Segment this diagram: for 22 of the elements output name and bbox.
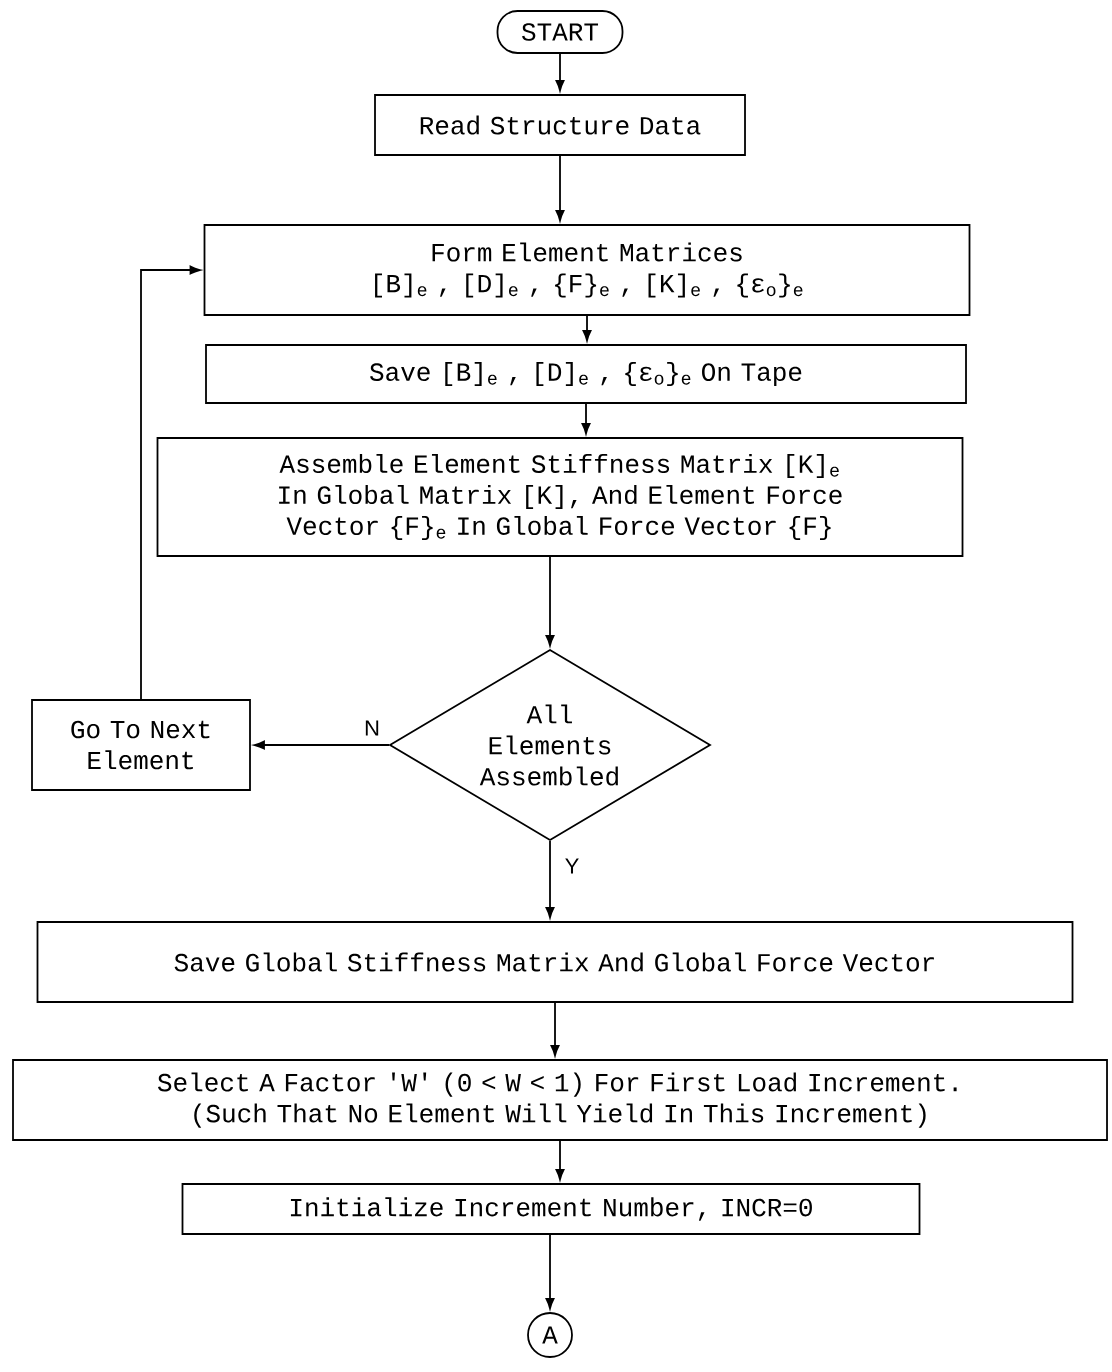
- process-box: Save [B]$_{e}$ , [D]$_{e}$ , {ε$_{o}$}$_{e}$ On Tape: [205, 344, 967, 404]
- edge-label: N: [363, 719, 381, 737]
- arrow: [545, 556, 555, 647]
- start-terminal: START: [496, 10, 624, 54]
- arrow: [545, 1234, 555, 1310]
- arrow: [545, 840, 555, 919]
- arrow: [140, 265, 201, 700]
- arrow: [253, 740, 390, 750]
- process-box: Select A Factor 'W' (0 < W < 1) For First Load Increment. (Such That No Element Will Yield In This Increment): [12, 1059, 1108, 1141]
- process-box: Go To Next Element: [31, 699, 251, 791]
- arrow: [555, 53, 565, 92]
- process-box: Assemble Element Stiffness Matrix [K]$_{e}$ In Global Matrix [K], And Element Force Vector {F}$_{e}$ In Global Force Vector {F}: [156, 437, 964, 557]
- process-box: Form Element Matrices [B]$_{e}$ , [D]$_{e}$ , {F}$_{e}$ , [K]$_{e}$ , {ε$_{o}$}$_{e}$: [203, 224, 971, 316]
- process-box: Read Structure Data: [374, 94, 746, 156]
- arrow: [550, 1002, 560, 1057]
- arrow: [555, 155, 565, 222]
- edge-label: Y: [563, 857, 581, 875]
- arrow: [582, 315, 592, 342]
- process-box: Save Global Stiffness Matrix And Global Force Vector: [36, 921, 1074, 1003]
- arrow: [581, 403, 591, 435]
- process-box: Initialize Increment Number, INCR=0: [181, 1183, 921, 1235]
- arrow: [555, 1140, 565, 1181]
